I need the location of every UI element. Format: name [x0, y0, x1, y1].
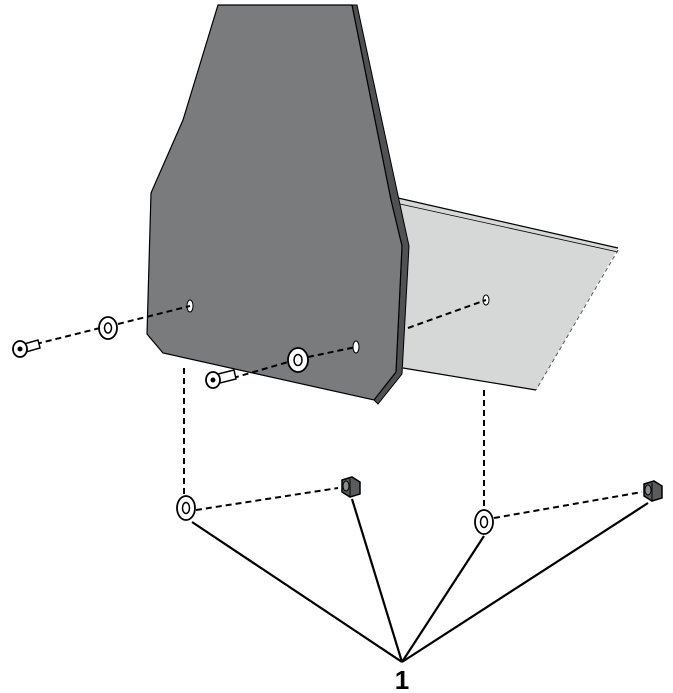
washer-lower-right — [474, 509, 494, 535]
bracket — [146, 4, 410, 405]
nut-right — [643, 480, 663, 502]
bolt-center — [205, 369, 237, 389]
washer-center — [287, 347, 309, 373]
nut-left — [341, 476, 361, 498]
bolt-left — [12, 339, 41, 358]
callout-number-1: 1 — [395, 665, 409, 693]
alignment-lines — [35, 299, 643, 519]
callout-leaders — [191, 498, 649, 663]
mounting-plate — [397, 197, 619, 391]
washer-lower-left — [176, 495, 196, 521]
washer-left — [98, 316, 118, 340]
